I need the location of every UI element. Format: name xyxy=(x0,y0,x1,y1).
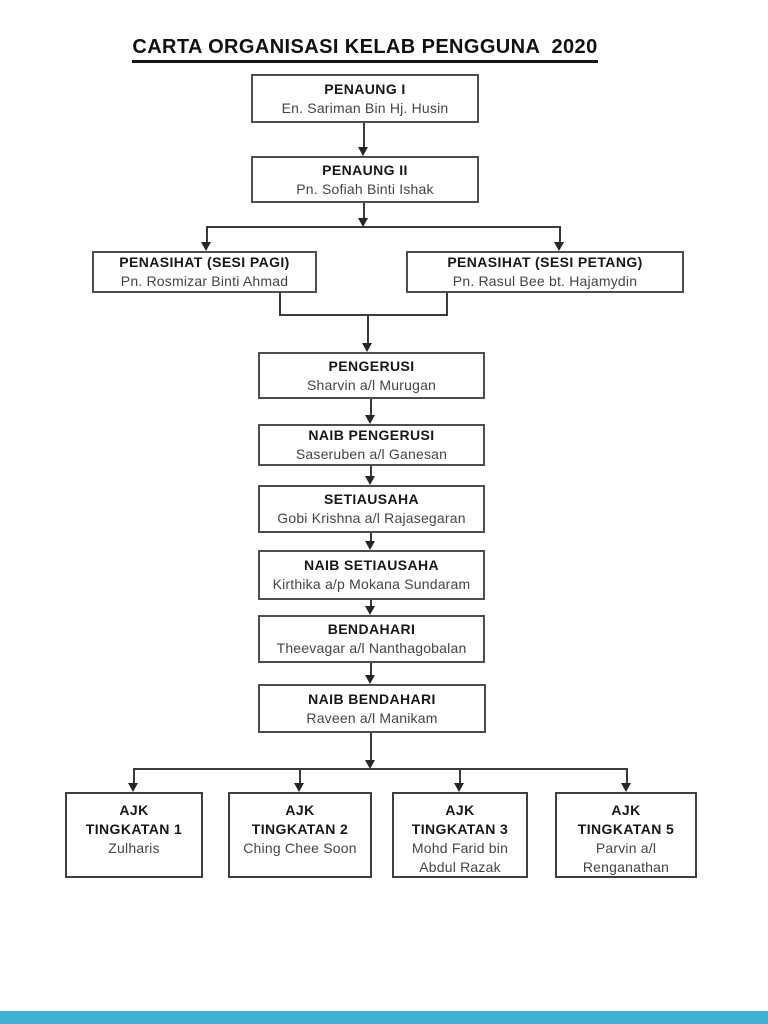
connector-line xyxy=(279,314,448,316)
connector-line xyxy=(133,768,135,784)
role-title: NAIB SETIAUSAHA xyxy=(303,557,440,573)
arrow-down-icon xyxy=(365,760,375,769)
org-box-naib-setiausaha: NAIB SETIAUSAHA Kirthika a/p Mokana Sund… xyxy=(258,550,485,600)
connector-line xyxy=(559,226,561,243)
connector-line xyxy=(279,293,281,316)
org-box-naib-bendahari: NAIB BENDAHARI Raveen a/l Manikam xyxy=(258,684,486,733)
person-name: Pn. Rosmizar Binti Ahmad xyxy=(120,273,289,289)
role-title: NAIB PENGERUSI xyxy=(308,427,435,443)
person-name: Ching Chee Soon xyxy=(243,840,357,856)
arrow-down-icon xyxy=(362,343,372,352)
connector-line xyxy=(363,203,365,220)
role-title: PENASIHAT (SESI PETANG) xyxy=(447,254,643,270)
arrow-down-icon xyxy=(365,415,375,424)
person-name: Gobi Krishna a/l Rajasegaran xyxy=(277,510,466,526)
arrow-down-icon xyxy=(294,783,304,792)
role-title-line1: AJK xyxy=(611,802,641,818)
arrow-down-icon xyxy=(365,606,375,615)
role-title-line1: AJK xyxy=(285,802,315,818)
role-title: PENASIHAT (SESI PAGI) xyxy=(119,254,290,270)
role-title-line2: TINGKATAN 2 xyxy=(251,821,349,837)
connector-line xyxy=(133,768,628,770)
org-box-naib-pengerusi: NAIB PENGERUSI Saseruben a/l Ganesan xyxy=(258,424,485,466)
connector-line xyxy=(363,123,365,149)
arrow-down-icon xyxy=(358,147,368,156)
role-title: SETIAUSAHA xyxy=(323,491,419,507)
role-title: PENGERUSI xyxy=(328,357,415,374)
connector-line xyxy=(370,533,372,543)
arrow-down-icon xyxy=(365,675,375,684)
connector-line xyxy=(367,314,369,345)
org-box-ajk-tingkatan-2: AJK TINGKATAN 2 Ching Chee Soon xyxy=(228,792,372,878)
arrow-down-icon xyxy=(358,218,368,227)
org-box-ajk-tingkatan-1: AJK TINGKATAN 1 Zulharis xyxy=(65,792,203,878)
person-name: Pn. Sofiah Binti Ishak xyxy=(296,180,434,197)
role-title: PENAUNG I xyxy=(324,80,406,97)
connector-line xyxy=(206,226,208,243)
org-box-penaung-2: PENAUNG II Pn. Sofiah Binti Ishak xyxy=(251,156,479,203)
role-title: NAIB BENDAHARI xyxy=(308,690,436,707)
org-box-penasihat-pagi: PENASIHAT (SESI PAGI) Pn. Rosmizar Binti… xyxy=(92,251,317,293)
connector-line xyxy=(459,768,461,784)
connector-line xyxy=(370,600,372,608)
org-box-setiausaha: SETIAUSAHA Gobi Krishna a/l Rajasegaran xyxy=(258,485,485,533)
arrow-down-icon xyxy=(621,783,631,792)
person-name: Sharvin a/l Murugan xyxy=(306,376,437,393)
org-box-ajk-tingkatan-3: AJK TINGKATAN 3 Mohd Farid bin Abdul Raz… xyxy=(392,792,528,878)
connector-line xyxy=(370,399,372,417)
org-box-penasihat-petang: PENASIHAT (SESI PETANG) Pn. Rasul Bee bt… xyxy=(406,251,684,293)
connector-line xyxy=(626,768,628,784)
connector-line xyxy=(299,768,301,784)
org-box-ajk-tingkatan-5: AJK TINGKATAN 5 Parvin a/l Renganathan xyxy=(555,792,697,878)
arrow-down-icon xyxy=(554,242,564,251)
arrow-down-icon xyxy=(365,541,375,550)
org-box-penaung-1: PENAUNG I En. Sariman Bin Hj. Husin xyxy=(251,74,479,123)
role-title-line1: AJK xyxy=(119,802,149,818)
role-title-line1: AJK xyxy=(445,802,475,818)
person-name: Theevagar a/l Nanthagobalan xyxy=(276,640,467,656)
page-bottom-bar xyxy=(0,1011,768,1024)
person-name: Raveen a/l Manikam xyxy=(306,709,438,726)
arrow-down-icon xyxy=(454,783,464,792)
person-name: En. Sariman Bin Hj. Husin xyxy=(281,99,449,116)
person-name: Parvin a/l Renganathan xyxy=(582,840,670,875)
role-title-line2: TINGKATAN 1 xyxy=(85,821,183,837)
person-name: Pn. Rasul Bee bt. Hajamydin xyxy=(452,273,638,289)
arrow-down-icon xyxy=(201,242,211,251)
person-name: Kirthika a/p Mokana Sundaram xyxy=(272,576,471,592)
connector-line xyxy=(446,293,448,316)
connector-line xyxy=(370,733,372,761)
arrow-down-icon xyxy=(128,783,138,792)
person-name: Saseruben a/l Ganesan xyxy=(295,446,448,462)
page-title: CARTA ORGANISASI KELAB PENGGUNA 2020 xyxy=(0,36,730,63)
arrow-down-icon xyxy=(365,476,375,485)
person-name: Zulharis xyxy=(108,840,160,856)
connector-line xyxy=(206,226,561,228)
connector-line xyxy=(370,466,372,478)
org-box-pengerusi: PENGERUSI Sharvin a/l Murugan xyxy=(258,352,485,399)
person-name: Mohd Farid bin Abdul Razak xyxy=(411,840,509,875)
role-title-line2: TINGKATAN 5 xyxy=(577,821,675,837)
role-title: BENDAHARI xyxy=(327,621,416,637)
role-title-line2: TINGKATAN 3 xyxy=(411,821,509,837)
connector-line xyxy=(370,663,372,677)
org-box-bendahari: BENDAHARI Theevagar a/l Nanthagobalan xyxy=(258,615,485,663)
page-title-text: CARTA ORGANISASI KELAB PENGGUNA 2020 xyxy=(132,36,598,63)
role-title: PENAUNG II xyxy=(322,161,408,178)
